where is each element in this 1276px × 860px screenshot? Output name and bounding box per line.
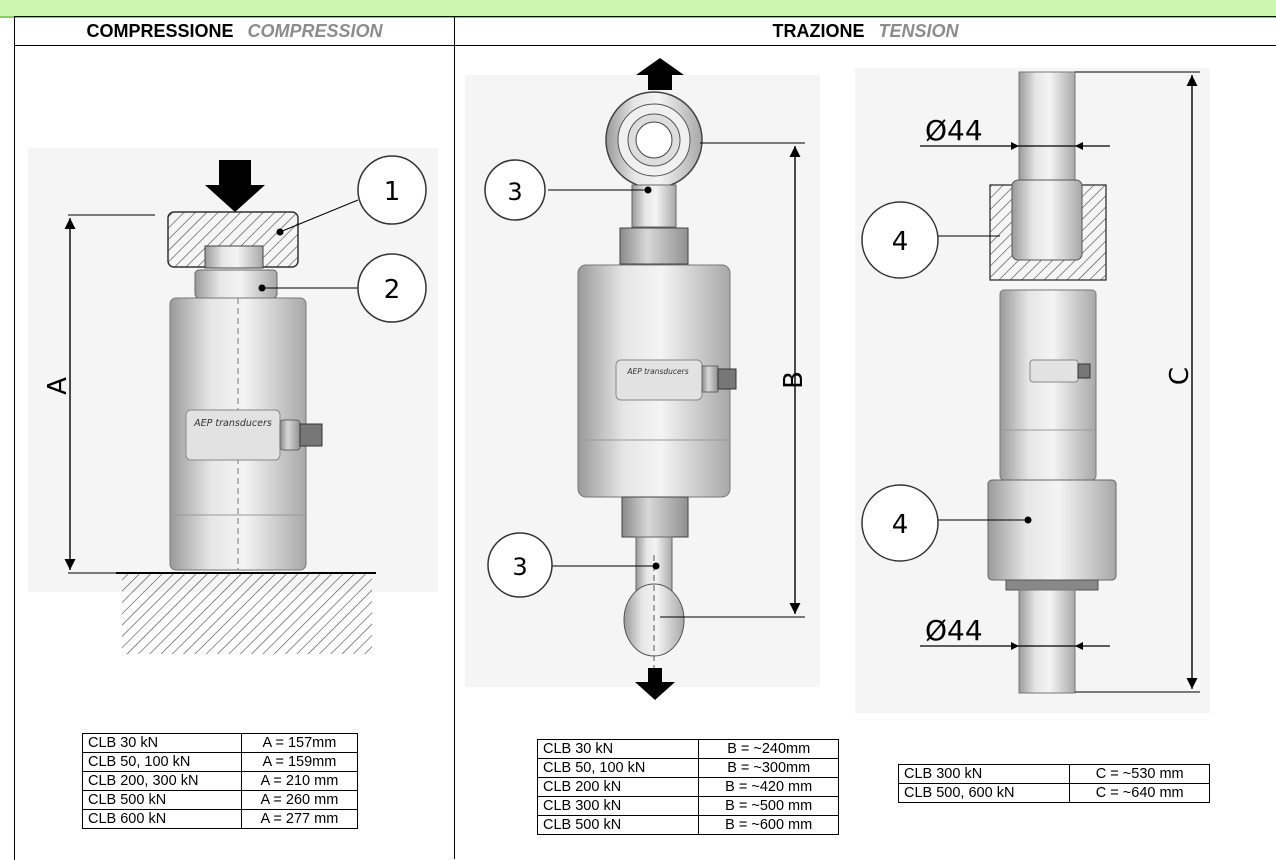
callout-3-top: 3 xyxy=(507,178,522,206)
tension-b-drawing: AEP transducers B 3 3 xyxy=(465,58,820,700)
dim-c-label: C xyxy=(1165,367,1195,385)
tension-header: TRAZIONE TENSION xyxy=(455,17,1276,46)
dim-a-label: A xyxy=(43,377,73,395)
tension-label: TRAZIONE xyxy=(772,20,865,41)
callout-4-bottom: 4 xyxy=(892,510,909,540)
tension-up-arrow-icon xyxy=(636,58,684,90)
callout-2: 2 xyxy=(384,275,401,305)
compression-label: COMPRESSIONE xyxy=(86,20,234,41)
top-banner xyxy=(0,0,1276,18)
tension-c-drawing: Ø44 Ø44 C 4 4 xyxy=(855,68,1210,713)
callout-3-bottom: 3 xyxy=(512,553,527,581)
callout-1: 1 xyxy=(384,177,401,207)
compression-drawing: AEP transducers A 1 2 xyxy=(28,148,438,654)
compression-label-en: COMPRESSION xyxy=(247,20,383,41)
table-frame xyxy=(14,16,1276,860)
tension-label-en: TENSION xyxy=(878,20,959,41)
brand-label: AEP transducers xyxy=(626,367,688,376)
brand-label: AEP transducers xyxy=(193,418,272,429)
tension-down-arrow-icon xyxy=(635,668,675,700)
callout-4-top: 4 xyxy=(892,227,909,257)
column-divider xyxy=(454,16,455,859)
compression-arrow-icon xyxy=(205,160,265,212)
dia-bottom-label: Ø44 xyxy=(925,614,983,647)
compression-header: COMPRESSIONE COMPRESSION xyxy=(15,17,454,46)
dia-top-label: Ø44 xyxy=(925,114,983,147)
dim-b-label: B xyxy=(779,371,809,389)
ground-hatch xyxy=(122,572,372,654)
